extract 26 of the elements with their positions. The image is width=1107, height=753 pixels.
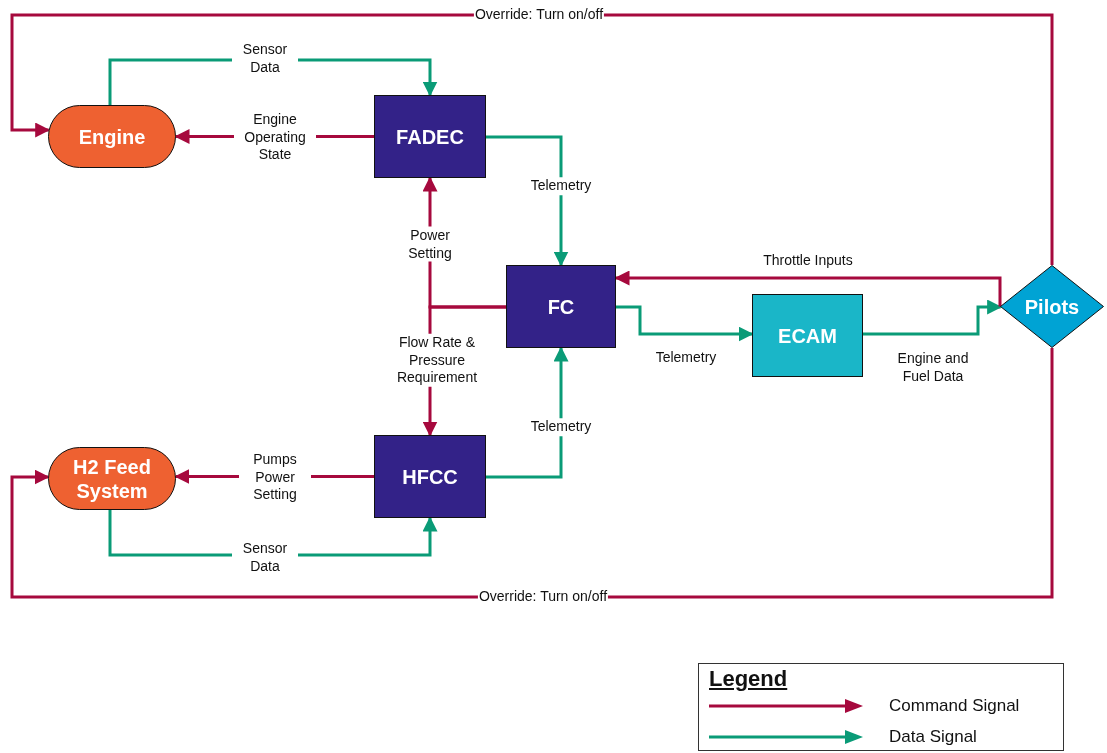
edge-label: Telemetry: [529, 418, 593, 436]
arrow: [486, 135, 569, 267]
node-label: H2 Feed System: [72, 454, 152, 503]
process-box: [506, 265, 616, 348]
edge-label: Telemetry: [654, 349, 718, 367]
arrow: [863, 299, 1003, 336]
node-label: Pilots: [1023, 294, 1081, 319]
arrow: [486, 346, 569, 479]
node-label: FC: [546, 294, 576, 319]
process-box: [374, 435, 486, 518]
node-label: Engine: [77, 124, 147, 149]
arrow: [10, 348, 1054, 599]
legend-title: Legend: [709, 666, 788, 692]
process-box: [374, 95, 486, 178]
legend-text: Data Signal: [889, 727, 977, 747]
decision-diamond: [1000, 265, 1104, 348]
legend-text: Command Signal: [889, 696, 1020, 716]
arrow: [616, 305, 754, 342]
node-label: ECAM: [777, 323, 838, 348]
edge-label: Telemetry: [529, 177, 593, 195]
node-label: FADEC: [395, 124, 465, 149]
edge-label: Throttle Inputs: [762, 252, 854, 270]
process-box: [752, 294, 863, 377]
arrow: [10, 13, 1054, 265]
arrow: [614, 270, 1002, 307]
node-label: HFCC: [401, 464, 459, 489]
